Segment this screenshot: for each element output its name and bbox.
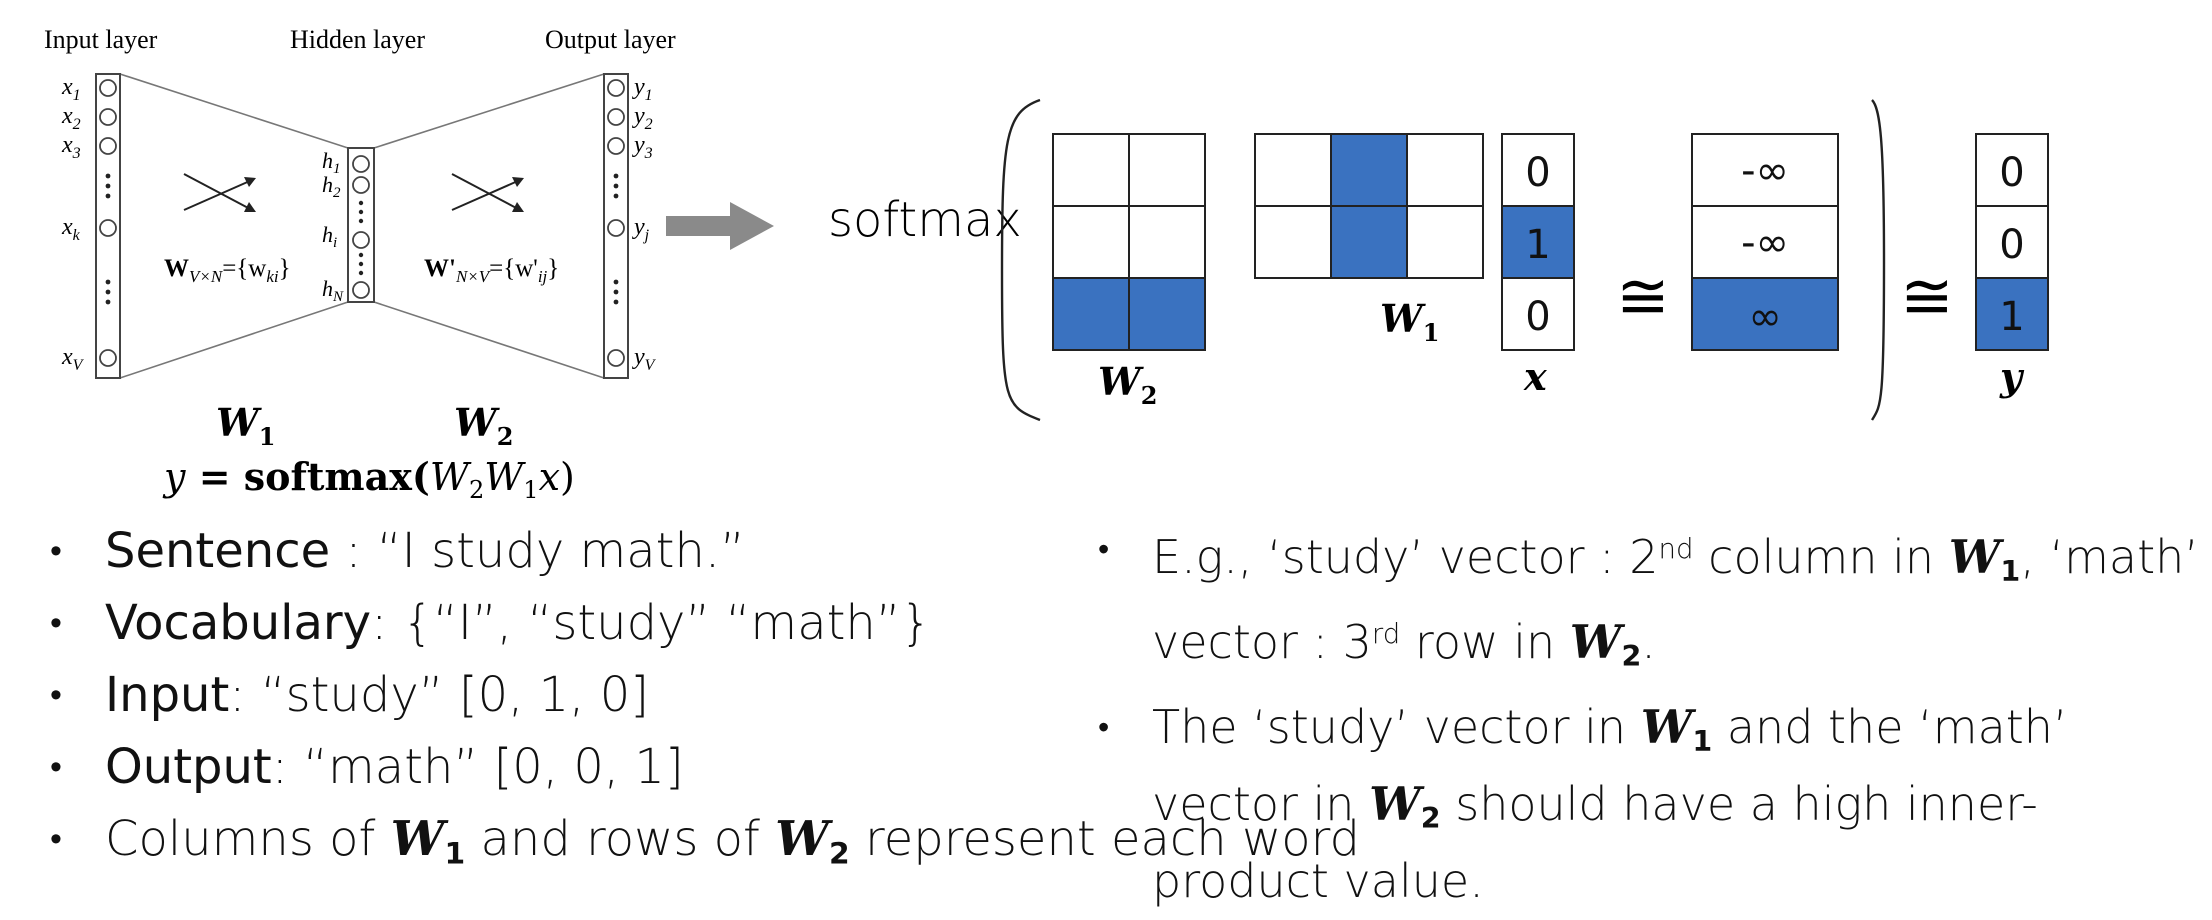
w2-label: W2	[454, 400, 513, 451]
list-item: The ‘study’ vector in W1 and the ‘math’ …	[1090, 696, 2200, 912]
softmax-equation: y = softmax(W2W1x)	[162, 454, 575, 504]
list-item: Sentence : “I study math.”	[50, 515, 1360, 587]
svg-text:hN: hN	[322, 276, 344, 305]
svg-text:∞: ∞	[1748, 294, 1781, 340]
connection-lines	[119, 73, 605, 379]
mid-vector	[1691, 133, 1839, 351]
w1-highlight-cell	[1330, 205, 1408, 279]
list-item: Vocabulary: {“I”, “study” “math”}	[50, 587, 1360, 659]
input-dots	[105, 173, 111, 305]
hidden-node-labels: h1 h2 hi hN	[322, 148, 344, 305]
w2-matrix-label: W2	[1098, 359, 1157, 410]
svg-text:h2: h2	[322, 172, 341, 201]
svg-text:0: 0	[1999, 222, 2024, 268]
diagram-canvas: Input layer Hidden layer Output layer x1…	[44, 25, 2049, 504]
softmax-word: softmax	[828, 192, 1022, 248]
svg-text:x1: x1	[61, 74, 81, 104]
softmax-matrix-equation: softmax W2 W1	[828, 98, 2049, 422]
hidden-neurons	[352, 155, 370, 299]
y-vector	[1975, 133, 2049, 351]
x-vector	[1501, 133, 1575, 351]
w1-matrix-label: W1	[1380, 296, 1439, 347]
y-vector-values: 0 0 1	[1999, 150, 2024, 340]
w-nxv-label: W'N×V={w'ij}	[424, 255, 559, 286]
svg-text:x2: x2	[61, 103, 81, 133]
right-bullet-list: E.g., ‘study’ vector : 2nd column in W1,…	[1090, 518, 2200, 920]
output-neurons	[607, 79, 625, 367]
hidden-dots	[358, 200, 364, 276]
nn-weight-labels: W1 W2 y = softmax(W2W1x)	[162, 400, 575, 504]
svg-text:xV: xV	[61, 344, 85, 374]
w-vxn-label: WV×N={wki}	[164, 255, 291, 286]
svg-text:yV: yV	[632, 344, 657, 374]
list-item: E.g., ‘study’ vector : 2nd column in W1,…	[1090, 518, 2200, 688]
output-layer-label: Output layer	[545, 25, 676, 54]
input-layer-label: Input layer	[44, 25, 158, 54]
hidden-layer-box	[347, 147, 375, 303]
output-dots	[613, 173, 619, 305]
cross-arrows-right	[451, 173, 524, 212]
w1-matrix	[1254, 133, 1484, 279]
svg-text:-∞: -∞	[1741, 220, 1789, 266]
hidden-layer-label: Hidden layer	[290, 25, 425, 54]
svg-text:y2: y2	[632, 103, 653, 133]
y-vector-label: y	[1999, 354, 2025, 399]
svg-text:xk: xk	[61, 214, 81, 244]
svg-text:1: 1	[1525, 222, 1550, 268]
svg-text:yj: yj	[632, 214, 650, 244]
svg-text:1: 1	[1999, 294, 2024, 340]
input-neurons	[99, 79, 117, 367]
x-vector-label: x	[1523, 354, 1548, 399]
w2-highlight-cell	[1052, 277, 1130, 351]
svg-text:0: 0	[1525, 294, 1550, 340]
svg-text:hi: hi	[322, 222, 337, 251]
svg-text:y3: y3	[632, 132, 653, 162]
right-paren	[1870, 99, 1886, 421]
w1-highlight-cell	[1330, 133, 1408, 207]
cross-arrows-left	[183, 173, 256, 212]
neural-network-diagram: Input layer Hidden layer Output layer x1…	[44, 25, 774, 379]
svg-text:-∞: -∞	[1741, 148, 1789, 194]
output-node-labels: y1 y2 y3 yj yV	[632, 74, 657, 374]
x-vector-values: 0 1 0	[1525, 150, 1550, 340]
list-item: Output: “math” [0, 0, 1]	[50, 731, 1360, 803]
svg-text:x3: x3	[61, 132, 81, 162]
approx-sign-1: ≅	[1616, 260, 1670, 334]
w2-highlight-cell	[1128, 277, 1206, 351]
w2-matrix	[1052, 133, 1206, 351]
approx-sign-2: ≅	[1900, 260, 1954, 334]
svg-text:y1: y1	[632, 74, 653, 104]
svg-text:0: 0	[1525, 150, 1550, 196]
svg-text:h1: h1	[322, 148, 341, 177]
right-arrow-icon	[666, 202, 774, 250]
left-bullet-list: Sentence : “I study math.” Vocabulary: {…	[50, 515, 1360, 890]
svg-text:0: 0	[1999, 150, 2024, 196]
w1-label: W1	[216, 400, 275, 451]
mid-vector-values: -∞ -∞ ∞	[1741, 148, 1789, 340]
left-paren	[1000, 98, 1041, 422]
input-node-labels: x1 x2 x3 xk xV	[61, 74, 85, 374]
list-item: Input: “study” [0, 1, 0]	[50, 659, 1360, 731]
